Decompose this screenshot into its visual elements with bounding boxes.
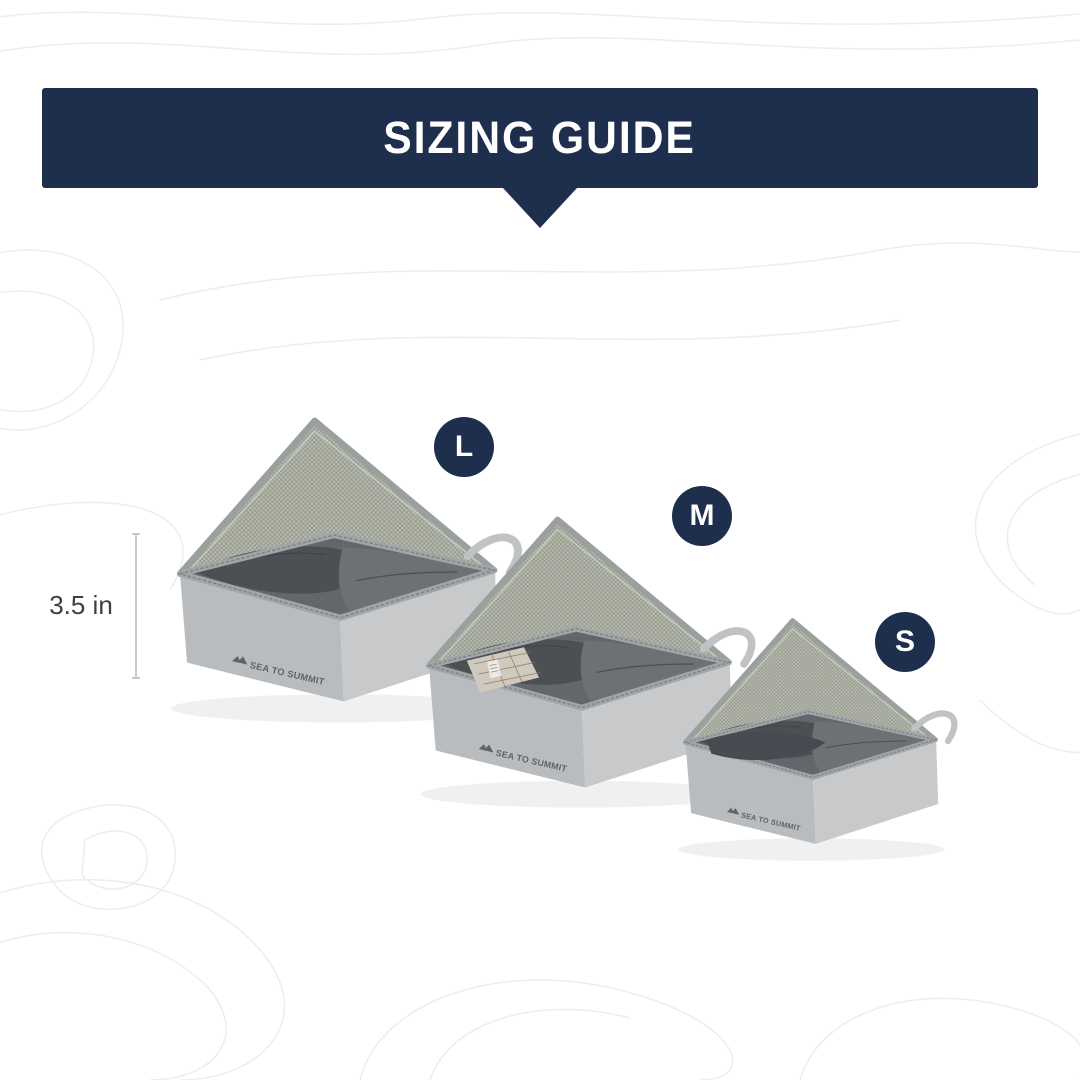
dimension-label: 3.5 in: [49, 590, 113, 620]
packing-cube-medium: SEA TO SUMMIT: [421, 520, 752, 808]
brand-mountain-icon: [232, 656, 248, 665]
dimension-line: [132, 533, 140, 679]
sizing-guide-banner: SIZING GUIDE: [42, 88, 1038, 228]
plaid-shirt-detail: [466, 647, 541, 693]
banner-pointer-arrow: [503, 188, 577, 228]
brand-mountain-icon: [726, 807, 740, 815]
dark-garment-detail: [706, 731, 826, 761]
banner-title: SIZING GUIDE: [383, 112, 697, 163]
brand-mountain-icon: [478, 744, 494, 753]
packing-cube-small: SEA TO SUMMIT: [679, 621, 955, 861]
size-badge-large: L: [434, 417, 494, 477]
size-badge-medium: M: [672, 486, 732, 546]
size-badge-small: S: [875, 612, 935, 672]
